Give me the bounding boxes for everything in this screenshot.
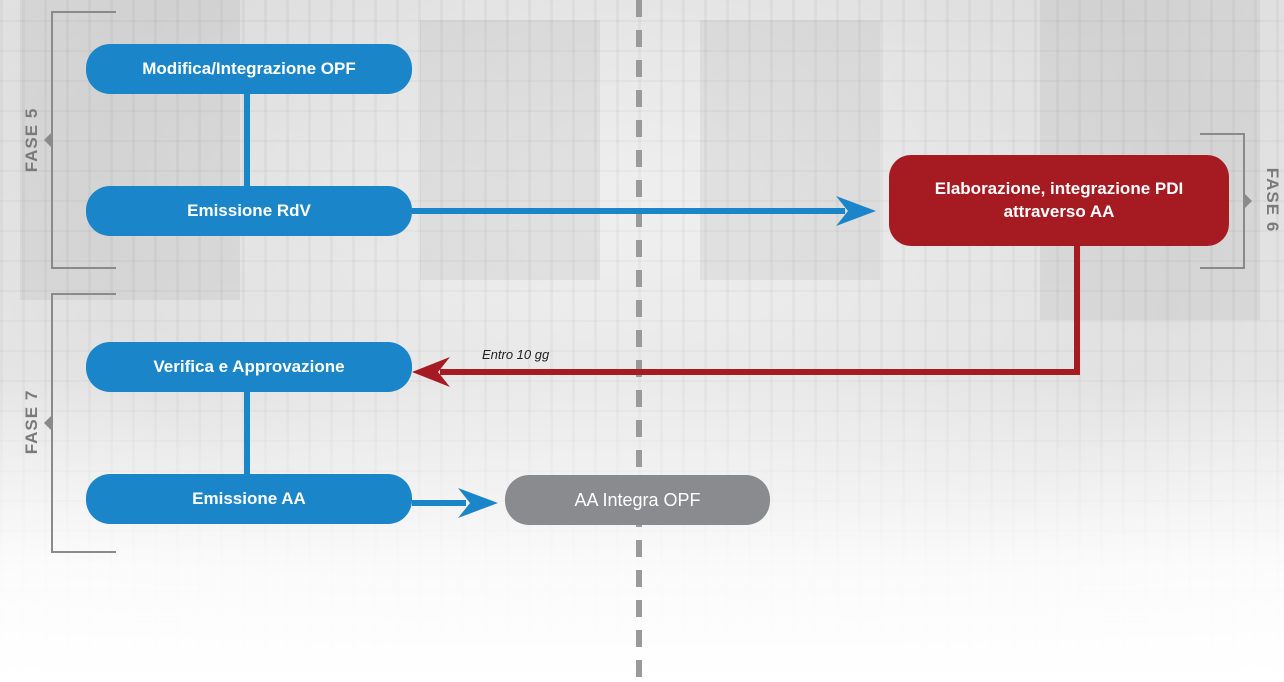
aa-integra-box: AA Integra OPF — [505, 475, 770, 525]
emissione-rdv-label: Emissione RdV — [187, 200, 311, 220]
fase5-bracket-tip — [44, 132, 52, 148]
fase7-bracket-tip — [44, 415, 52, 431]
background-shelf — [420, 20, 600, 280]
aa-integra-label: AA Integra OPF — [574, 489, 701, 510]
fase5-label: FASE 5 — [22, 107, 41, 173]
arrow-head-blue-2 — [458, 488, 498, 518]
fase7-label: FASE 7 — [22, 389, 41, 455]
modifica-opf-box: Modifica/Integrazione OPF — [86, 44, 412, 94]
emissione-aa-label: Emissione AA — [192, 488, 306, 508]
entro-annotation: Entro 10 gg — [482, 347, 550, 362]
arrow-elaborazione-to-verifica — [440, 246, 1080, 375]
fase6-bracket-tip — [1244, 193, 1252, 209]
emissione-rdv-box: Emissione RdV — [86, 186, 412, 236]
fase6-label: FASE 6 — [1263, 167, 1282, 233]
background-shelf — [700, 20, 880, 280]
arrow-head-red — [412, 357, 450, 387]
verifica-label: Verifica e Approvazione — [153, 356, 345, 376]
arrow-head-blue — [836, 196, 876, 226]
emissione-aa-box: Emissione AA — [86, 474, 412, 524]
modifica-opf-label: Modifica/Integrazione OPF — [142, 58, 356, 78]
verifica-box: Verifica e Approvazione — [86, 342, 412, 392]
elaborazione-box: Elaborazione, integrazione PDI attravers… — [889, 155, 1229, 246]
elaborazione-label-line1: Elaborazione, integrazione PDI — [934, 178, 1184, 198]
elaborazione-label-line2: attraverso AA — [1003, 201, 1115, 221]
